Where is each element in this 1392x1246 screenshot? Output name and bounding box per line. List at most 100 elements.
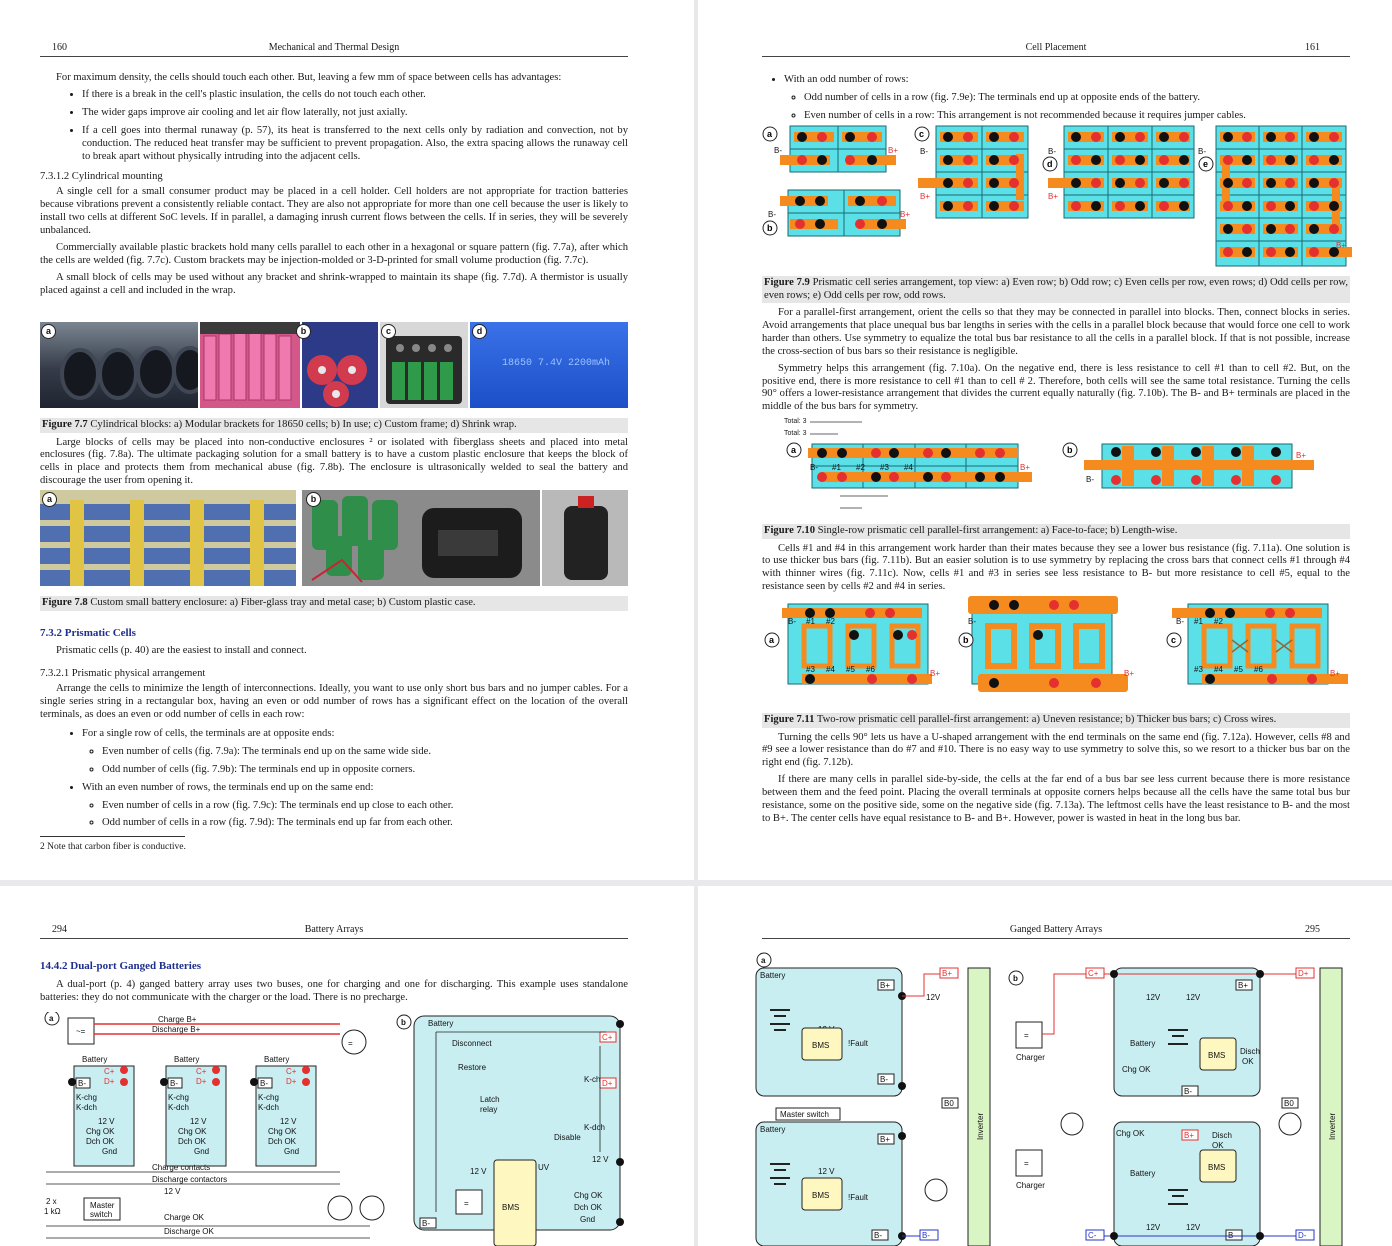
cminus-label: C- xyxy=(1088,1231,1097,1240)
total-label: Total: 3 xyxy=(784,430,807,437)
gnd-label: Gnd xyxy=(102,1147,117,1156)
block-a: B-#1#2#3#4#5#6 B+ xyxy=(782,603,940,685)
label-a: a xyxy=(42,492,57,507)
running-title: Ganged Battery Arrays xyxy=(1009,924,1103,935)
caption-text: Prismatic cell series arrangement, top v… xyxy=(764,277,1348,301)
caption-text: Custom small battery enclosure: a) Fiber… xyxy=(87,597,476,608)
page-number: 294 xyxy=(52,924,67,935)
svg-text:B+: B+ xyxy=(888,146,898,155)
svg-text:#2: #2 xyxy=(826,617,835,626)
bplus-label: B+ xyxy=(1238,981,1248,990)
fault-label: !Fault xyxy=(848,1039,869,1048)
discharge-bplus-label: Discharge B+ xyxy=(152,1025,201,1034)
svg-text:B-: B- xyxy=(968,617,976,626)
svg-text:B+: B+ xyxy=(1330,669,1340,678)
battery-label: Battery xyxy=(1130,1169,1155,1178)
body-text-mid: Figure 7.7 Cylindrical blocks: a) Modula… xyxy=(40,416,628,489)
paragraph: If there are many cells in parallel side… xyxy=(762,774,1350,824)
bminus-label: B- xyxy=(922,1231,930,1240)
discharge-contactors-label: Discharge contactors xyxy=(152,1175,227,1184)
section-heading: 7.3.2 Prismatic Cells xyxy=(40,626,136,639)
sub-list-item: Odd number of cells (fig. 7.9b): The ter… xyxy=(102,764,628,777)
dplus-label: D+ xyxy=(1298,969,1309,978)
caption-text: Cylindrical blocks: a) Modular brackets … xyxy=(87,419,517,430)
block-b: B-B+ xyxy=(1084,443,1314,489)
footnote-rule xyxy=(40,836,185,838)
chg-ok-label: Chg OK xyxy=(574,1191,603,1200)
latch-relay-label: Latch xyxy=(480,1095,500,1104)
v12b-label: 12V xyxy=(1146,1223,1161,1232)
inverter-label: Inverter xyxy=(976,1113,985,1140)
running-title: Battery Arrays xyxy=(304,924,364,935)
label-d: d xyxy=(472,324,487,339)
figure-7-7-photo-c xyxy=(380,322,468,408)
paragraph: Symmetry helps this arrangement (fig. 7.… xyxy=(762,362,1350,413)
kchg-label: K-chg xyxy=(76,1093,97,1102)
list-item: For a single row of cells, the terminals… xyxy=(82,728,628,777)
ganged-array-schematic: a Battery 12 V BMS !Fault B+ B- B+ 12V B… xyxy=(755,952,1343,1246)
figure-labels: a b c d e xyxy=(762,126,1214,236)
svg-text:b: b xyxy=(401,1018,406,1027)
svg-text:B+: B+ xyxy=(1048,192,1058,201)
footnote: 2 Note that carbon fiber is conductive. xyxy=(40,842,186,853)
body-text-mid: Figure 7.9 Prismatic cell series arrange… xyxy=(762,274,1350,415)
svg-text:#3: #3 xyxy=(1194,665,1203,674)
cell-block-c: B-B+ xyxy=(918,125,1029,219)
disable-label: Disable xyxy=(554,1133,581,1142)
kchg-label: K-chg xyxy=(584,1075,605,1084)
page-number: 161 xyxy=(1305,42,1320,53)
dch-ok-label: Dch OK xyxy=(574,1203,603,1212)
svg-text:Disch: Disch xyxy=(1212,1131,1232,1140)
dch-ok-label: Dch OK xyxy=(86,1137,115,1146)
dplus-label: D+ xyxy=(286,1077,297,1086)
sub-list-item: Even number of cells in a row: This arra… xyxy=(804,110,1350,123)
svg-text:B+: B+ xyxy=(900,210,910,219)
battery-bottom-a: Battery 12 V BMS !Fault B+ B- xyxy=(755,1121,903,1246)
caption-label: Figure 7.7 xyxy=(42,419,88,430)
figure-7-8-photo-b xyxy=(302,490,540,586)
battery-label: Battery xyxy=(428,1019,453,1028)
figure-caption: Figure 7.8 Custom small battery enclosur… xyxy=(40,596,628,611)
page-295: Ganged Battery Arrays 295 a Battery 12 V… xyxy=(698,886,1392,1246)
charger-label: Charger xyxy=(1016,1181,1045,1190)
v12b-label: 12V xyxy=(1146,993,1161,1002)
svg-text:B+: B+ xyxy=(1020,463,1030,472)
svg-text:OK: OK xyxy=(1212,1141,1224,1150)
section-heading: 14.4.2 Dual-port Ganged Batteries xyxy=(40,960,202,972)
page-161: Cell Placement 161 With an odd number of… xyxy=(698,0,1392,880)
bms-label: BMS xyxy=(502,1203,519,1212)
block-c: B-#1#2#3#4#5#6 B+ xyxy=(1172,603,1348,685)
svg-text:B-: B- xyxy=(1048,147,1056,156)
v12-label: 12 V xyxy=(280,1117,297,1126)
paragraph: For a parallel-first arrangement, orient… xyxy=(762,307,1350,357)
cell-block-d: B- B+ xyxy=(1048,125,1195,219)
svg-text:#6: #6 xyxy=(1254,665,1263,674)
battery-1: Battery C+ D+ B- K-chg K-dch 12 V Chg OK… xyxy=(68,1055,135,1167)
figure-7-7-photo-b xyxy=(200,322,300,408)
kchg-label: K-chg xyxy=(258,1093,279,1102)
svg-text:=: = xyxy=(464,1199,469,1208)
v12-label: 12 V xyxy=(98,1117,115,1126)
v12-label: 12 V xyxy=(470,1167,487,1176)
label-c: c xyxy=(381,324,396,339)
chg-ok-label: Chg OK xyxy=(178,1127,207,1136)
svg-text:#3: #3 xyxy=(880,463,889,472)
total-label: Total: 3 xyxy=(784,418,807,425)
v12-label: 12 V xyxy=(592,1155,609,1164)
page-header: Ganged Battery Arrays 295 xyxy=(762,924,1350,939)
cell-block-e: B-B+ xyxy=(1198,125,1352,267)
uv-label: UV xyxy=(538,1163,550,1172)
bminus-label: B- xyxy=(170,1079,178,1088)
bplus-label: B+ xyxy=(942,969,952,978)
dplus-label: D+ xyxy=(104,1077,115,1086)
b0-label: B0 xyxy=(944,1099,954,1108)
svg-text:B-: B- xyxy=(920,147,928,156)
svg-text:2 x: 2 x xyxy=(46,1197,57,1206)
svg-text:b: b xyxy=(1067,445,1073,455)
section-heading: 7.3.1.2 Cylindrical mounting xyxy=(40,171,163,183)
body-text-bottom: Figure 7.11 Two-row prismatic cell paral… xyxy=(762,711,1350,827)
bminus-label: B- xyxy=(422,1219,430,1228)
case-illustration xyxy=(564,496,608,580)
bms-label: BMS xyxy=(1208,1051,1225,1060)
svg-text:#4: #4 xyxy=(826,665,835,674)
